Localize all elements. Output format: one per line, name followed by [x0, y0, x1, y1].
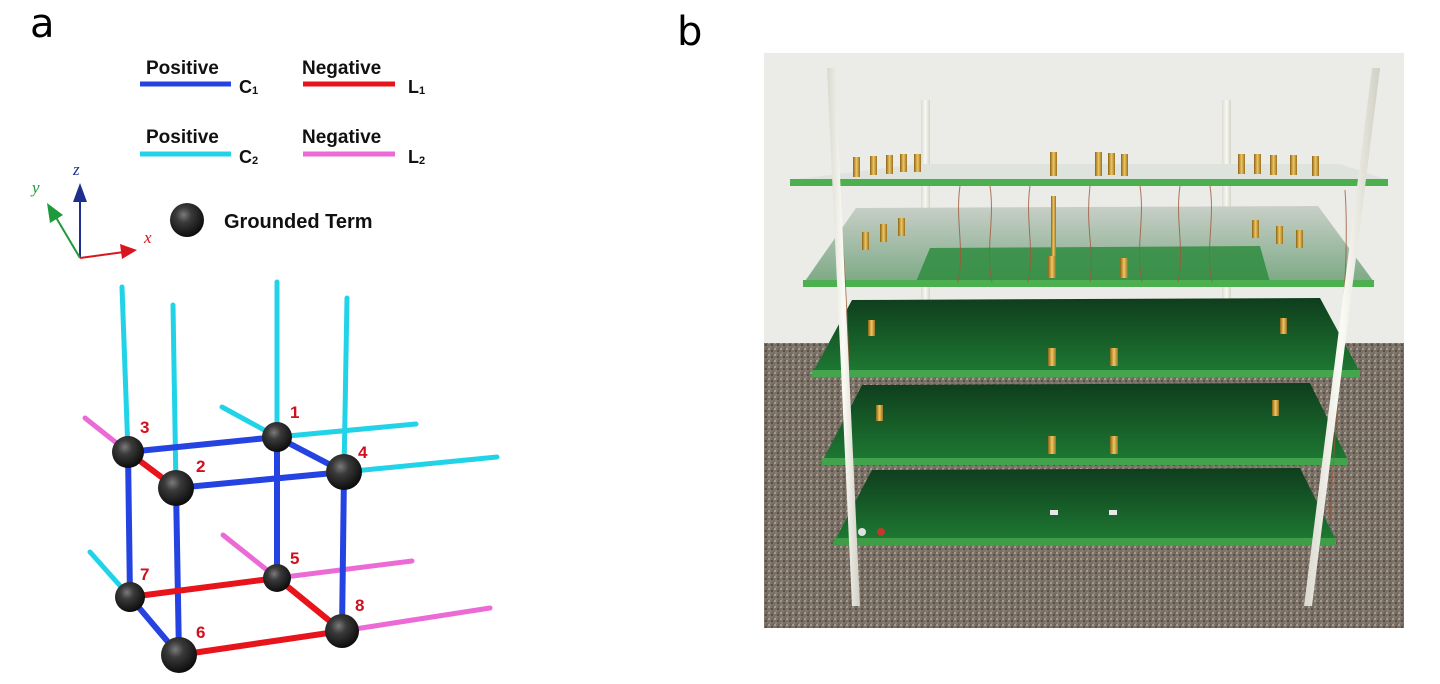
grounded-node-5-icon [263, 564, 291, 592]
edge-2-6 [173, 485, 182, 658]
node-label-1: 1 [290, 403, 299, 422]
pcb-board-2 [803, 196, 1374, 287]
node-label-8: 8 [355, 596, 364, 615]
legend-item-c2: Positive C2 [140, 127, 258, 167]
x-axis-arrowhead-icon [120, 244, 137, 259]
node-label-6: 6 [196, 623, 205, 642]
svg-text:C1: C1 [239, 77, 258, 97]
photo-frame [764, 53, 1404, 628]
legend-subscript: 1 [419, 85, 425, 97]
node-label-7: 7 [140, 565, 149, 584]
pcb-board-4 [822, 383, 1348, 465]
svg-text:L2: L2 [408, 147, 425, 167]
y-axis-label: y [30, 178, 40, 197]
grounded-node-4-icon [326, 454, 362, 490]
edge-3-7 [125, 449, 133, 600]
x-axis-arrow-icon [79, 251, 125, 259]
pcb-board-3 [812, 298, 1360, 377]
y-axis-arrow-icon [53, 213, 81, 259]
z-axis-arrowhead-icon [73, 183, 87, 202]
legend-heading: Positive [146, 127, 219, 148]
legend-subscript: 1 [252, 85, 258, 97]
panel-a-label: a [30, 1, 55, 47]
standoff-front-right [1304, 68, 1380, 606]
svg-text:C2: C2 [239, 147, 258, 167]
legend-subscript: 2 [252, 155, 258, 167]
panel-a-diagram: Positive C1 Negative L1 Positive C2 Nega… [30, 58, 500, 673]
node-label-4: 4 [358, 443, 368, 462]
axes-triad: z y x [30, 160, 152, 259]
legend-symbol: C [239, 147, 252, 167]
grounded-node-2-icon [158, 470, 194, 506]
node-label-3: 3 [140, 418, 149, 437]
photo-wall [764, 53, 1404, 343]
stub-c2 [274, 421, 419, 440]
pcb-board-1 [790, 152, 1388, 186]
pcb-board-5 [834, 468, 1336, 545]
x-axis-label: x [143, 228, 152, 247]
edge-2-4 [173, 469, 347, 491]
node-label-5: 5 [290, 549, 299, 568]
panel-b-label: b [677, 9, 703, 55]
standoff-back-right [1222, 100, 1231, 330]
legend-item-l2: Negative L2 [302, 127, 425, 167]
grounded-term-ball-icon [170, 203, 204, 237]
standoff-back-left [921, 100, 930, 340]
svg-text:L1: L1 [408, 77, 425, 97]
legend-heading: Positive [146, 58, 219, 79]
z-axis-label: z [72, 160, 80, 179]
legend-item-l1: Negative L1 [302, 58, 425, 97]
lattice-stubs [82, 279, 500, 634]
grounded-node-1-icon [262, 422, 292, 452]
grounded-node-3-icon [112, 436, 144, 468]
stub-c2 [170, 302, 179, 491]
stub-c2 [341, 454, 500, 475]
stub-c2 [119, 284, 131, 455]
edge-6-8 [176, 628, 345, 658]
legend: Positive C1 Negative L1 Positive C2 Nega… [140, 58, 425, 237]
grounded-node-7-icon [115, 582, 145, 612]
legend-item-c1: Positive C1 [140, 58, 258, 97]
legend-item-grounded-term: Grounded Term [170, 203, 373, 237]
legend-symbol: C [239, 77, 252, 97]
grounded-node-6-icon [161, 637, 197, 673]
legend-heading: Negative [302, 127, 381, 148]
edge-3-1 [125, 434, 280, 455]
stub-c2 [341, 295, 350, 475]
legend-subscript: 2 [419, 155, 425, 167]
edge-4-8 [339, 469, 347, 634]
stub-l2 [339, 605, 493, 634]
lattice-nodes: 1 2 3 4 5 6 7 8 [112, 403, 368, 673]
legend-heading: Negative [302, 58, 381, 79]
grounded-term-label: Grounded Term [224, 211, 373, 233]
photo-carpet [764, 343, 1404, 628]
jumper-wires [837, 185, 1347, 541]
legend-symbol: L [408, 147, 419, 167]
standoff-front-left [827, 68, 860, 606]
edge-7-5 [127, 575, 280, 600]
node-label-2: 2 [196, 457, 205, 476]
y-axis-arrowhead-icon [47, 203, 63, 223]
legend-symbol: L [408, 77, 419, 97]
grounded-node-8-icon [325, 614, 359, 648]
